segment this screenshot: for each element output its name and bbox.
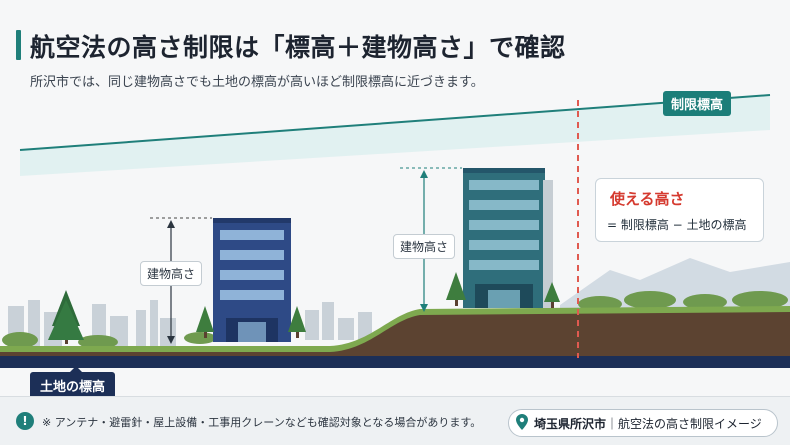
usable-height-callout xyxy=(595,178,764,242)
land-elevation-label: 土地の標高 xyxy=(30,372,116,399)
page-title: 航空法の高さ制限は「標高＋建物高さ」で確認 xyxy=(30,33,566,62)
bushes xyxy=(2,291,788,349)
exclamation-icon: ! xyxy=(16,412,34,430)
map-pin-icon xyxy=(516,414,528,430)
page-subtitle: 所沢市では、同じ建物高さでも土地の標高が高いほど制限標高に近づきます。 xyxy=(30,75,484,90)
left-building-height-label: 建物高さ xyxy=(140,261,203,286)
trees xyxy=(48,272,560,344)
limit-elevation-line xyxy=(19,94,771,151)
city-skyline xyxy=(8,300,372,346)
location-text: 埼玉県所沢市｜航空法の高さ制限イメージ xyxy=(534,415,762,432)
usable-height-title: 使える高さ xyxy=(610,190,685,208)
ground-soil xyxy=(0,310,790,360)
ground-base xyxy=(0,356,790,368)
limit-elevation-label: 制限標高 xyxy=(663,91,732,116)
right-building-height-label: 建物高さ xyxy=(393,234,456,259)
location-badge xyxy=(508,409,778,437)
footer-notice: ※ アンテナ・避雷針・屋上設備・工事用クレーンなども確認対象となる場合があります… xyxy=(42,416,482,429)
location-rest: ｜航空法の高さ制限イメージ xyxy=(606,417,762,431)
title-accent-bar xyxy=(16,30,21,60)
ground-grass xyxy=(0,306,790,352)
left-building xyxy=(213,218,291,342)
mountains xyxy=(560,258,790,310)
usable-height-formula: = 制限標高 − 土地の標高 xyxy=(607,218,747,232)
limit-elevation-band xyxy=(20,95,770,176)
right-building xyxy=(463,168,553,308)
location-bold: 埼玉県所沢市 xyxy=(534,417,607,431)
